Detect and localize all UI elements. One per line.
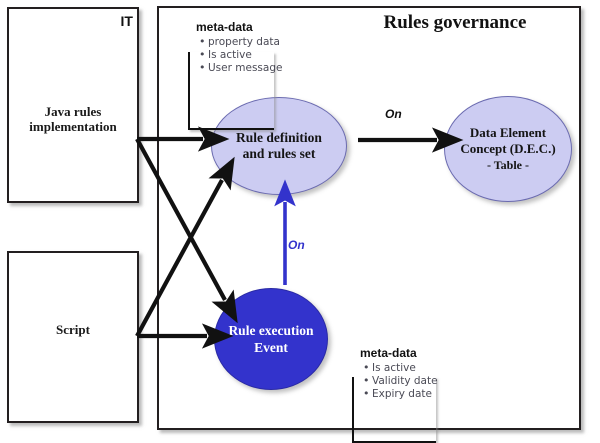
callout-bracket bbox=[188, 52, 274, 130]
edge-label-on-vertical: On bbox=[288, 238, 305, 252]
metadata-items: property data Is active User message bbox=[188, 35, 283, 130]
rule-execution-line2: Event bbox=[254, 340, 288, 355]
list-item: Is active bbox=[199, 48, 282, 62]
it-section-tag: IT bbox=[120, 13, 133, 29]
rule-definition-line2: and rules set bbox=[242, 146, 316, 161]
metadata-title: meta-data bbox=[196, 20, 253, 34]
list-item: Is active bbox=[363, 361, 438, 375]
rule-definition-line1: Rule definition bbox=[236, 130, 322, 145]
dec-line2: Concept (D.E.C.) bbox=[460, 141, 556, 156]
dec-line3: - Table - bbox=[486, 158, 529, 172]
metadata-block-rule-definition: meta-data property data Is active User m… bbox=[188, 20, 283, 130]
list-item: Expiry date bbox=[363, 387, 438, 401]
metadata-block-rule-execution: meta-data Is active Validity date Expiry… bbox=[352, 346, 438, 443]
java-rules-label: Java rules implementation bbox=[7, 104, 139, 134]
dec-line1: Data Element bbox=[469, 125, 547, 140]
list-item: User message bbox=[199, 61, 283, 75]
java-rules-line2: implementation bbox=[29, 119, 117, 134]
list-item: Validity date bbox=[363, 374, 438, 388]
it-box-java-rules: IT bbox=[7, 7, 139, 203]
it-box-script bbox=[7, 251, 139, 423]
list-item: property data bbox=[199, 35, 282, 49]
script-label: Script bbox=[56, 322, 90, 337]
metadata-title: meta-data bbox=[360, 346, 417, 360]
edge-label-on-horizontal: On bbox=[385, 107, 402, 121]
node-rule-execution-event: Rule execution Event bbox=[214, 288, 328, 390]
java-rules-line1: Java rules bbox=[44, 104, 102, 119]
node-data-element-concept: Data Element Concept (D.E.C.) - Table - bbox=[444, 96, 572, 202]
rule-execution-line1: Rule execution bbox=[228, 323, 314, 338]
page-title: Rules governance bbox=[383, 12, 527, 33]
metadata-items: Is active Validity date Expiry date bbox=[352, 361, 438, 443]
